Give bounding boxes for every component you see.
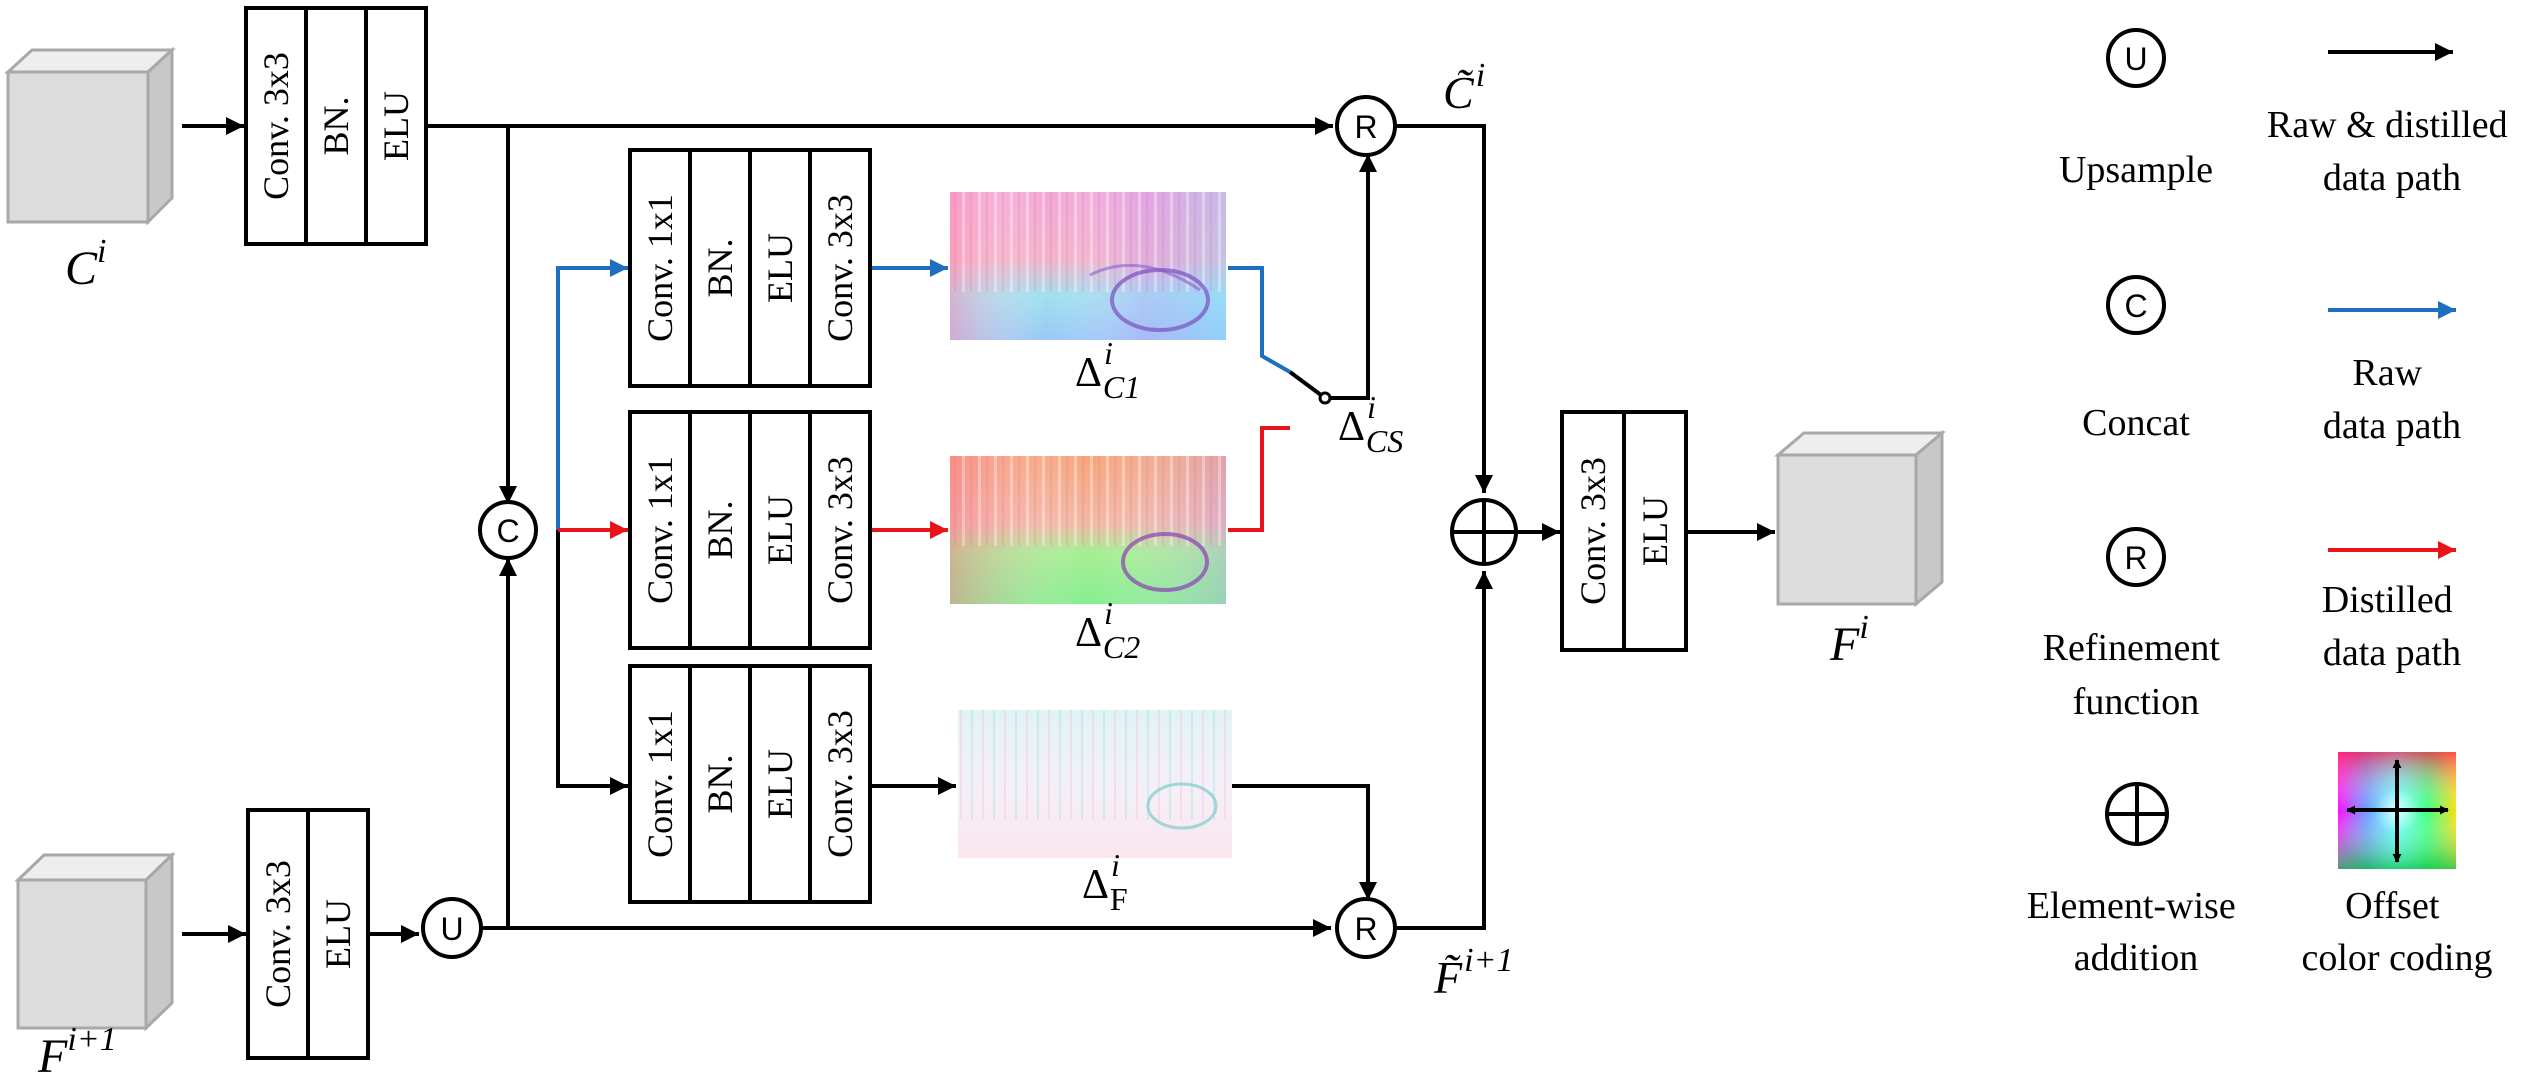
svg-text:U: U (2124, 41, 2147, 77)
c2-conv3x3-layer: Conv. 3x3 (820, 456, 860, 604)
legend-add-label: Element-wise addition (2027, 885, 2245, 979)
svg-text:U: U (440, 911, 463, 947)
legend-concat-icon: C (2106, 275, 2166, 335)
c2-elu-layer: ELU (760, 495, 800, 565)
legend-raw-distilled-label: Raw & distilled data path (2267, 104, 2517, 199)
coarse-feature-cube (4, 46, 176, 226)
c1-elu-layer: ELU (760, 233, 800, 303)
c1-conv3x3-layer: Conv. 3x3 (820, 194, 860, 342)
c2-conv1x1-layer: Conv. 1x1 (640, 456, 680, 604)
refine-bottom-node: R (1335, 897, 1397, 959)
legend-distilled-label: Distilled data path (2322, 579, 2462, 674)
refine-top-node: R (1335, 95, 1397, 157)
f-elu-layer: ELU (760, 749, 800, 819)
svg-text:R: R (2124, 540, 2147, 576)
legend-upsample-label: Upsample (2059, 149, 2213, 191)
output-elu-layer: ELU (1635, 496, 1675, 566)
offset-image-f (958, 710, 1232, 858)
offset-branch-c2: Conv. 1x1 BN. ELU Conv. 3x3 (628, 410, 872, 650)
offset-branch-f: Conv. 1x1 BN. ELU Conv. 3x3 (628, 664, 872, 904)
output-feature-label: Fi (1829, 609, 1869, 671)
legend-offset-label: Offset color coding (2301, 885, 2492, 979)
legend-offset-color-wheel (2338, 752, 2456, 869)
output-feature-cube (1773, 429, 1947, 608)
switch-pivot (1318, 391, 1332, 405)
output-conv-block: Conv. 3x3 ELU (1560, 410, 1688, 652)
svg-text:R: R (1354, 109, 1377, 145)
black-data-paths (182, 117, 1775, 943)
coarse-bn-layer: BN. (316, 96, 356, 155)
svg-text:R: R (1354, 911, 1377, 947)
fine-conv-block: Conv. 3x3 ELU (246, 808, 370, 1060)
refined-coarse-label: C̃i (1443, 57, 1485, 118)
coarse-feature-label: Ci (65, 233, 106, 295)
refined-fine-label: F̃i+1 (1433, 942, 1514, 1003)
offset-image-c1 (950, 192, 1226, 340)
coarse-conv-block: Conv. 3x3 BN. ELU (244, 6, 428, 246)
c1-conv1x1-layer: Conv. 1x1 (640, 194, 680, 342)
fine-elu-layer: ELU (318, 899, 358, 969)
offset-branch-c1: Conv. 1x1 BN. ELU Conv. 3x3 (628, 148, 872, 388)
f-bn-layer: BN. (700, 754, 740, 813)
legend-raw-label: Raw data path (2323, 352, 2461, 447)
legend-upsample-icon: U (2106, 28, 2166, 88)
upsample-node: U (421, 897, 483, 959)
fine-feature-cube (14, 851, 176, 1032)
svg-text:C: C (496, 513, 519, 549)
c2-bn-layer: BN. (700, 500, 740, 559)
coarse-elu-layer: ELU (376, 91, 416, 161)
fine-feature-label: Fi+1 (37, 1021, 117, 1079)
f-conv3x3-layer: Conv. 3x3 (820, 710, 860, 858)
c1-bn-layer: BN. (700, 238, 740, 297)
raw-data-paths (556, 259, 1291, 530)
coarse-conv-layer: Conv. 3x3 (256, 52, 296, 200)
concat-node: C (478, 500, 538, 560)
legend: U Upsample C Concat R Refinement functio… (2027, 28, 2517, 979)
legend-add-icon (2105, 782, 2169, 846)
element-wise-sum-node (1450, 498, 1518, 566)
svg-text:C: C (2124, 288, 2147, 324)
legend-refine-icon: R (2106, 527, 2166, 587)
legend-refine-label: Refinement function (2043, 627, 2230, 723)
distilled-data-paths (558, 426, 1290, 539)
f-conv1x1-layer: Conv. 1x1 (640, 710, 680, 858)
fine-conv-layer: Conv. 3x3 (258, 860, 298, 1008)
output-conv-layer: Conv. 3x3 (1573, 457, 1613, 605)
offset-image-c2 (950, 456, 1226, 604)
legend-concat-label: Concat (2082, 402, 2190, 444)
